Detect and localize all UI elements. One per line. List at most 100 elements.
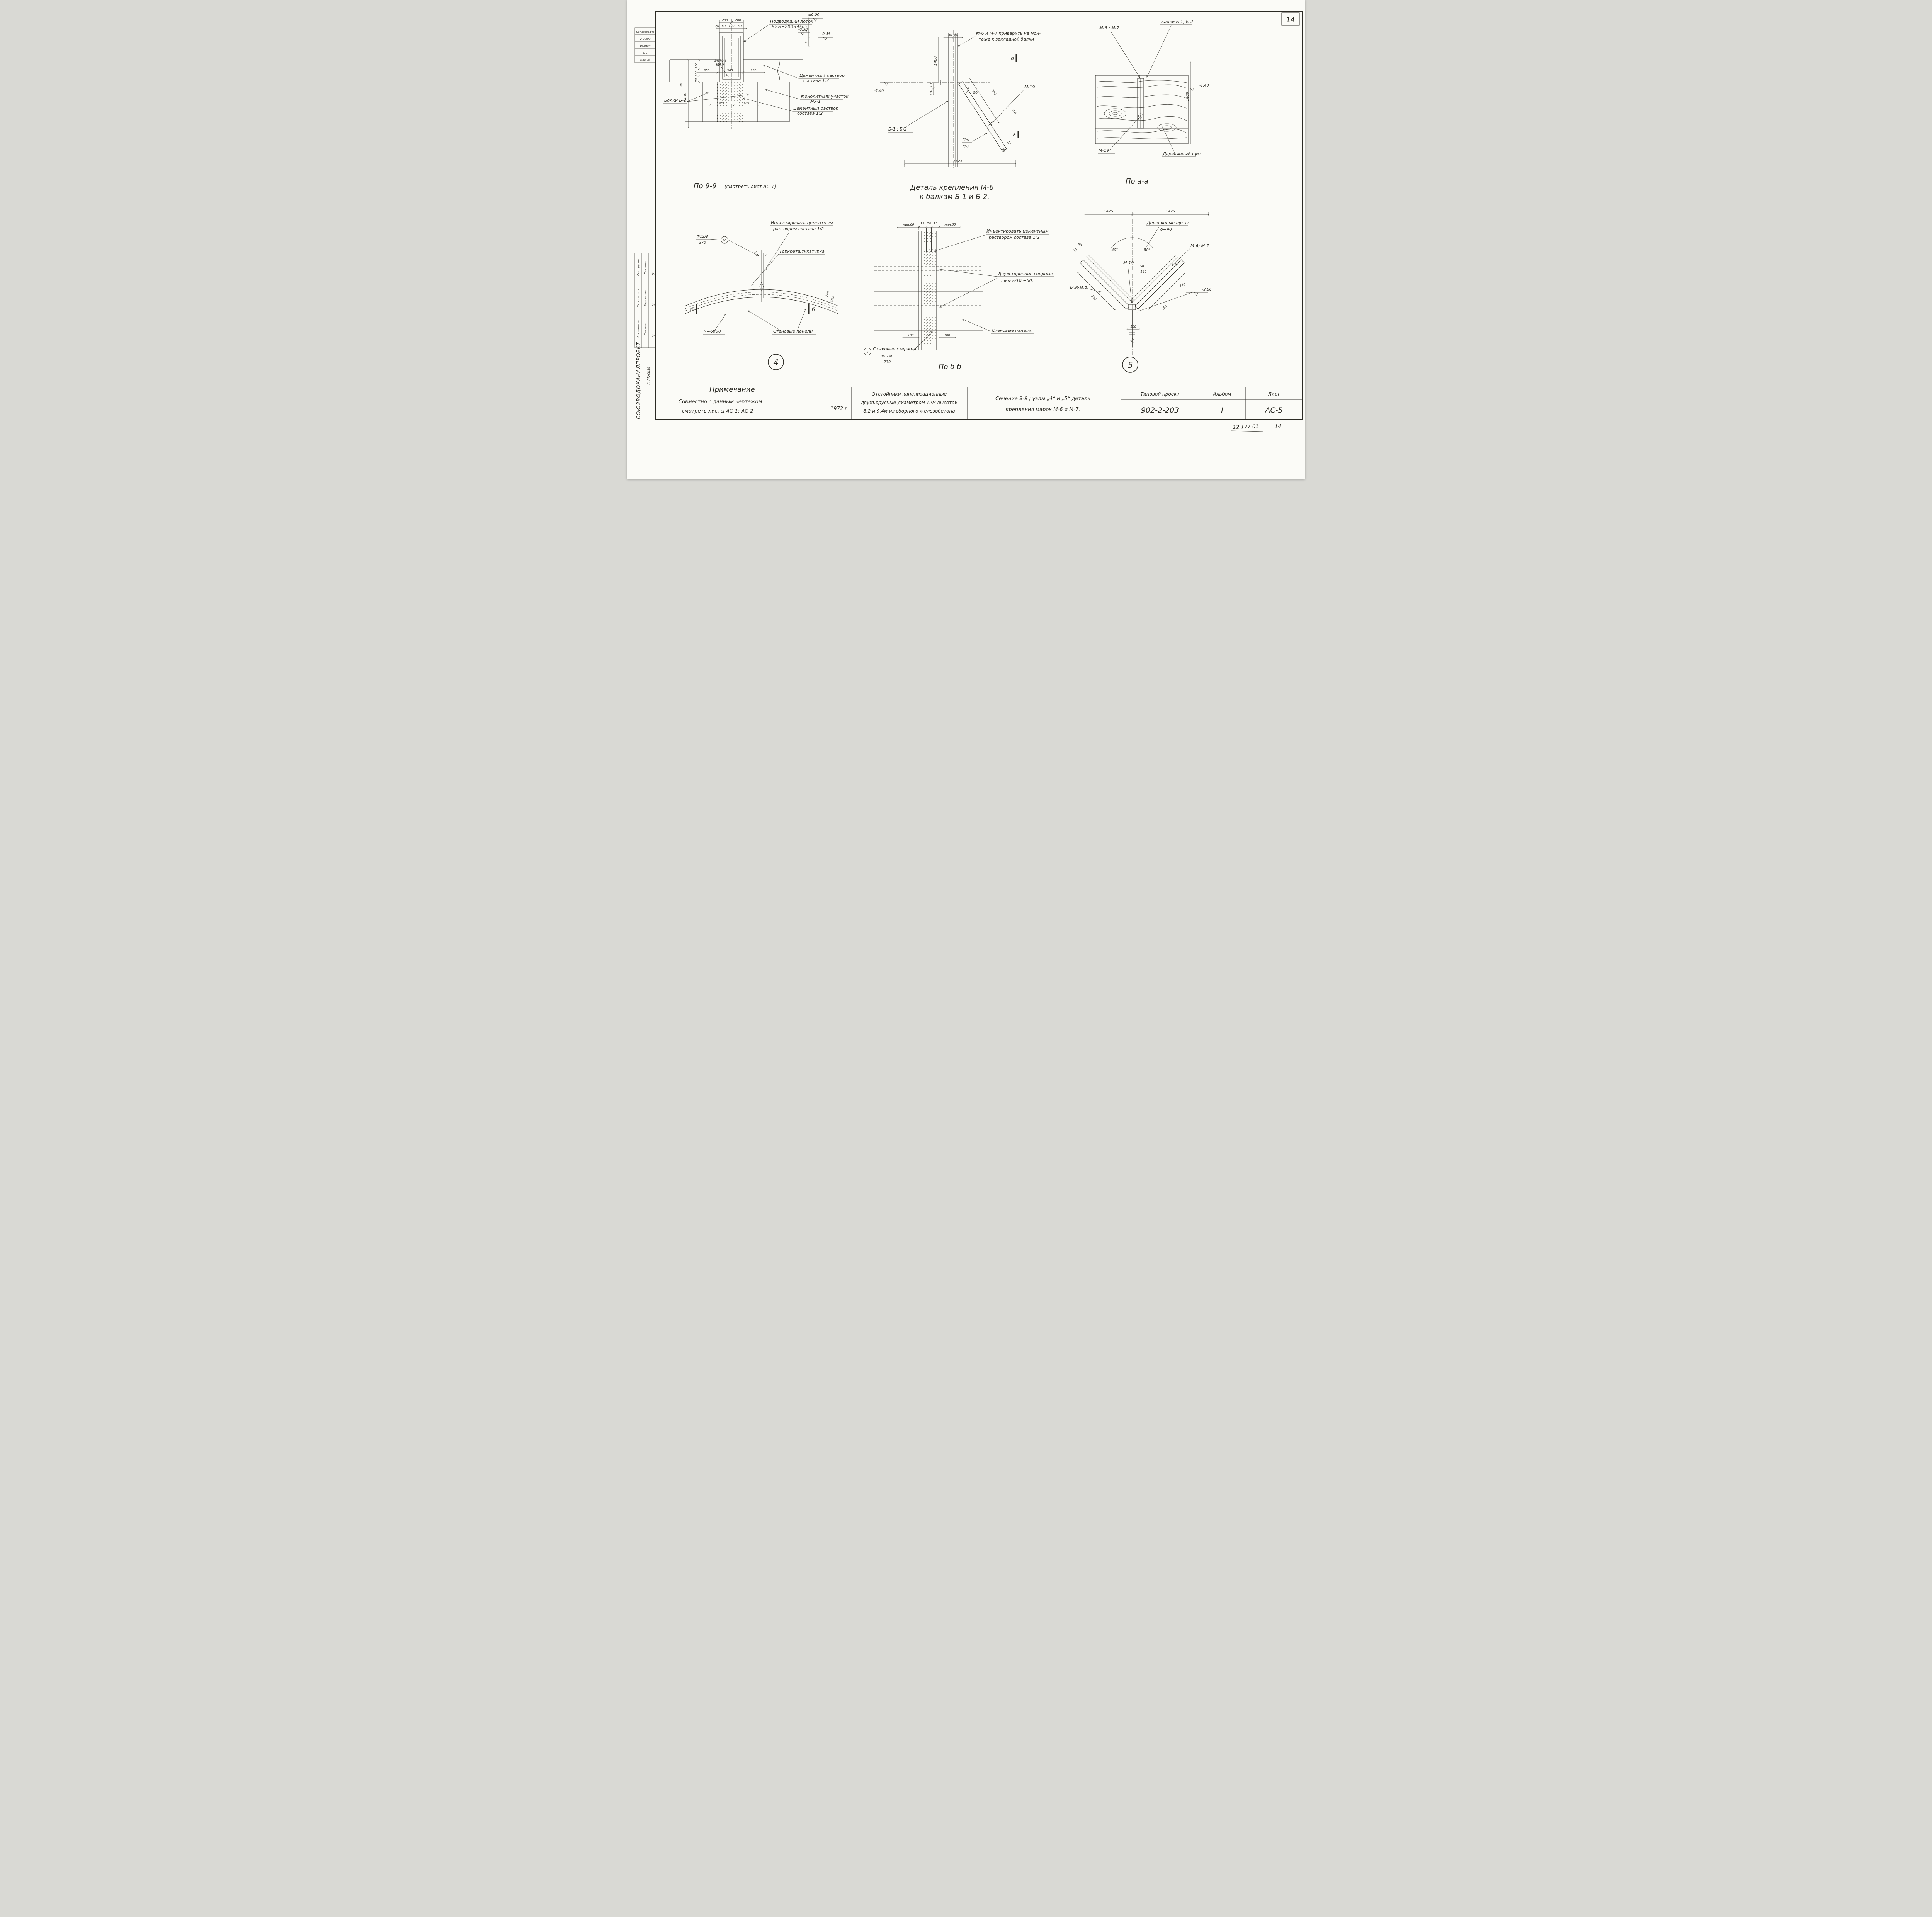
note-line-2: смотреть листы АС-1; АС-2	[682, 408, 753, 414]
dim: 150	[1138, 265, 1144, 268]
label-lotok: Подводящий лоток	[770, 19, 813, 24]
dim: 75	[1001, 148, 1006, 153]
dim-angle: 40°	[1144, 248, 1151, 252]
dim: мин.60	[944, 223, 956, 226]
label-wood-shield: Деревянный щит.	[1162, 151, 1202, 156]
label-monolith: Монолитный участок	[801, 94, 849, 99]
signature-scribble	[652, 334, 656, 337]
label-rebar-length: 370	[699, 241, 706, 245]
label-weld-note: М-6 и М-7 приварить на мон-	[976, 31, 1041, 36]
archive-ref: 12.177-01	[1233, 424, 1259, 430]
label-cement-1: Цементный раствор	[799, 73, 845, 78]
sheet-label: Лист	[1268, 391, 1280, 397]
label-inject: Инъектировать цементным	[771, 220, 833, 225]
section-mark-a: а	[1013, 132, 1016, 138]
dim: 120	[929, 90, 933, 95]
label-m6-m7: М-6 ; М-7	[1099, 25, 1119, 31]
title-block-year: 1972 г.	[830, 406, 849, 412]
label-cement-1b: состава 1:2	[803, 78, 829, 83]
sheet-title-1: Сечение 9-9 ; узлы „4“ и „5“ деталь	[995, 396, 1090, 402]
dim-angle: 50°	[973, 91, 980, 95]
dim: 20	[680, 83, 683, 87]
elevation: -1.40	[1199, 83, 1209, 88]
label-beton-grade: М50	[716, 63, 724, 67]
elevation: -0.45	[821, 32, 831, 36]
label-joint-rods-len: 230	[884, 360, 891, 364]
dim: 60	[722, 24, 726, 28]
label-inject-2: раствором состава 1:2	[988, 235, 1039, 240]
album-label: Альбом	[1213, 391, 1231, 397]
dim: 325	[743, 101, 749, 105]
label-weld-note-2: таже к закладной балки	[979, 37, 1034, 42]
elevation: -0.30	[798, 27, 808, 32]
stamp-row: Взамен	[640, 44, 651, 48]
view-section-9-9: 200 200 20 60 100 60 ±0.00 -0.30 -0.45 4…	[663, 13, 849, 190]
label-b1-b2: Б-1 ; Б-2	[888, 127, 907, 132]
drawing-frame	[655, 11, 1303, 420]
dim: 570	[1179, 282, 1185, 288]
dim: 360	[991, 89, 997, 96]
dim: 150	[1130, 325, 1136, 328]
signature-scribble	[652, 303, 656, 306]
note-line-1: Совместно с данным чертежом	[679, 399, 762, 405]
label-beton: Бетон	[714, 59, 726, 63]
view-title-9-9: По 9-9	[694, 182, 717, 190]
dim: 1400	[683, 93, 687, 102]
signature-scribble	[652, 272, 656, 275]
note-title: Примечание	[709, 386, 755, 394]
label-rebar: Ф12АI	[697, 235, 708, 239]
joint-concrete-fill	[922, 231, 936, 350]
label-seams-2: швы в/10 −60.	[1001, 278, 1033, 283]
label-inject: Инъектировать цементным	[986, 229, 1049, 234]
beam-b2-left	[702, 82, 718, 122]
label-seams: Двухсторонние сборные	[998, 271, 1053, 276]
label-wall-panels: Стеновые панели	[773, 329, 813, 334]
position-balloon	[864, 348, 871, 355]
stamp-row: Согласовано	[636, 31, 654, 34]
position-number: 30	[723, 239, 726, 242]
dim: 40	[1077, 242, 1083, 247]
blueprint-sheet: 14 Согласовано 2-2-203 Взамен С-Б Инв. №…	[627, 0, 1305, 479]
section-mark-a: а	[1011, 56, 1014, 61]
label-lotok-size: В×Н=200×450	[772, 24, 804, 29]
corner-no: 14	[1286, 15, 1295, 24]
view-node-4: 62 Ф12АI 370 30 Инъектировать цементным …	[679, 220, 838, 414]
sig-role: Рук. группы	[637, 259, 640, 276]
dim: 60	[738, 24, 742, 28]
album-number: I	[1221, 406, 1223, 415]
dim: 200	[735, 19, 741, 22]
break-line	[777, 59, 780, 82]
dim: 350	[750, 69, 756, 72]
view-title-note: (смотреть лист АС-1)	[724, 184, 776, 189]
sig-role: Ст. инженер	[637, 289, 640, 307]
label-m6: М-6	[963, 138, 969, 142]
dim: 15	[1007, 140, 1012, 145]
sheet-title-2: крепления марок М-6 и М-7.	[1006, 407, 1080, 413]
stamp-row: С-Б	[643, 51, 648, 54]
wood-shield-panel	[1095, 75, 1189, 144]
dim-angle: 40°	[1112, 248, 1118, 252]
sig-name: Пашкова	[644, 323, 647, 336]
view-node-5: 1425 1425 40° 40° 75 40 150 140 75 570 -…	[1070, 209, 1212, 373]
label-monolith-mark: МУ-1	[810, 99, 821, 104]
panel-left	[1080, 259, 1130, 309]
sig-name: Головина	[644, 261, 647, 274]
dim: 300	[1011, 108, 1017, 115]
label-m19: М-19	[1024, 85, 1035, 90]
project-description-1: Отстойники канализационные	[872, 391, 947, 397]
dim: (190)	[829, 295, 835, 304]
dim: 300	[695, 63, 698, 68]
view-section-b-b: мин.60 15 76 15 мин.60 100 100 Инъектиро…	[864, 222, 1054, 371]
dim: 360	[1161, 304, 1168, 311]
dim: 1400	[934, 56, 938, 66]
dim: 80	[804, 41, 808, 44]
dim: 100	[908, 333, 913, 337]
sheet-code: АС-5	[1264, 406, 1282, 415]
dim: 75	[1072, 247, 1078, 252]
drawing-canvas: 14 Согласовано 2-2-203 Взамен С-Б Инв. №…	[634, 11, 1303, 432]
dim: 76	[927, 222, 931, 225]
section-mark-b: б	[690, 307, 694, 313]
dim: 1425	[1104, 209, 1113, 214]
dim: 140	[825, 291, 830, 297]
view-section-a-a: 1400 -1.40 М-6 ; М-7 Балки Б-1, Б-2 М-19…	[1095, 19, 1209, 185]
